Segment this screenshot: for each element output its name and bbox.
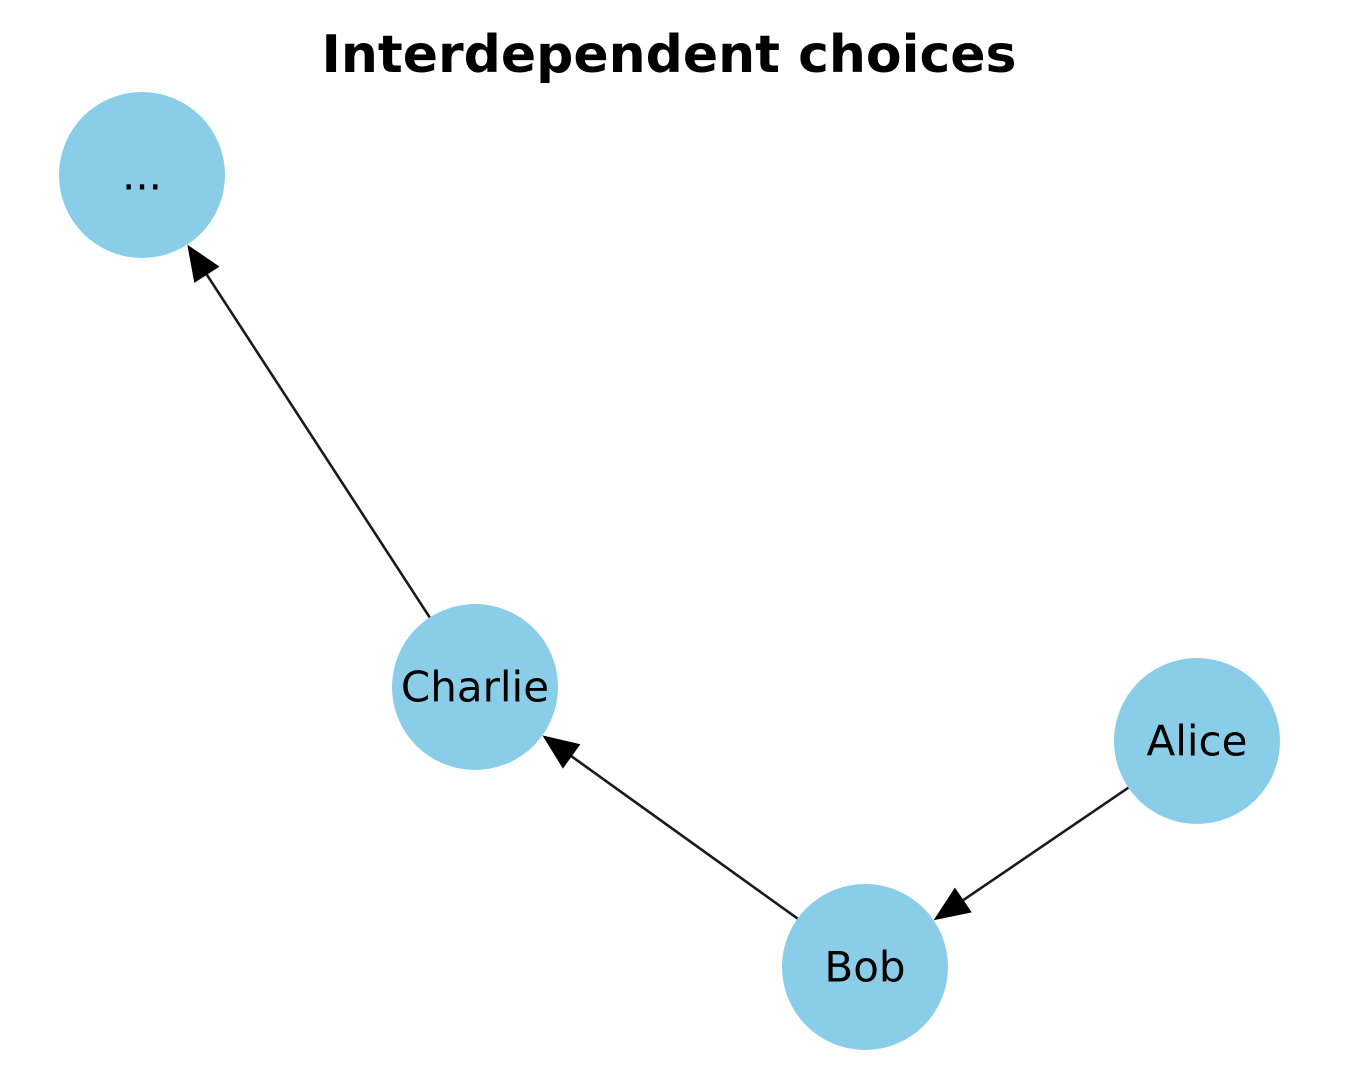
edges-layer (187, 244, 1130, 921)
node-charlie: Charlie (392, 604, 558, 770)
edge-bob-to-charlie (567, 753, 799, 920)
node-label: Charlie (401, 663, 549, 712)
diagram-title: Interdependent choices (321, 25, 1016, 85)
arrowhead-icon (187, 244, 220, 283)
node-label: ... (122, 151, 162, 200)
node-circle (59, 92, 225, 258)
node-label: Alice (1146, 717, 1247, 766)
node-circle (1114, 658, 1280, 824)
node-alice: Alice (1114, 658, 1280, 824)
node-bob: Bob (782, 884, 948, 1050)
node-label: Bob (824, 943, 905, 992)
node-circle (392, 604, 558, 770)
arrowhead-icon (542, 735, 581, 769)
node-circle (782, 884, 948, 1050)
arrowhead-icon (933, 887, 972, 921)
node-dots: ... (59, 92, 225, 258)
edge-alice-to-bob (959, 786, 1130, 904)
edge-charlie-to-dots (203, 270, 431, 619)
